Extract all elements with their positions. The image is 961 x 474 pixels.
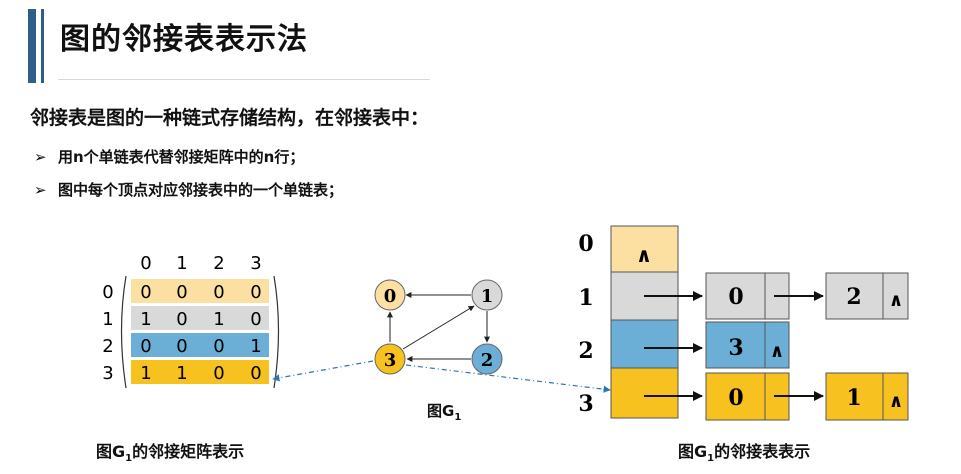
head-node-2 (610, 319, 679, 369)
matrix-cell: 1 (250, 336, 261, 357)
matrix-row-highlight (131, 306, 269, 330)
matrix-cell: 0 (213, 363, 224, 384)
graph-vertex-1 (471, 279, 503, 311)
null-pointer-icon: ∧ (889, 391, 904, 412)
null-pointer-icon: ∧ (889, 290, 904, 311)
title-accent-bar-thin (41, 9, 44, 83)
null-pointer-icon: ∧ (770, 341, 785, 362)
title-divider (58, 79, 430, 80)
matrix-col-header: 1 (176, 253, 187, 274)
vertex-label: 2 (481, 350, 494, 371)
matrix-caption: 图G1的邻接矩阵表示 (96, 442, 245, 465)
edge-node-value: 0 (728, 385, 743, 411)
intro-text: 邻接表是图的一种链式存储结构，在邻接表中： (30, 107, 430, 129)
matrix-col-header: 3 (250, 253, 261, 274)
matrix-right-bracket (273, 275, 280, 389)
matrix-cell: 0 (213, 336, 224, 357)
matrix-cell: 0 (140, 336, 151, 357)
bullet-text: 图中每个顶点对应邻接表中的一个单链表； (58, 181, 344, 199)
matrix-row-header: 1 (102, 309, 113, 330)
list-vertex-label: 3 (578, 391, 593, 417)
matrix-cell: 0 (176, 282, 187, 303)
matrix-cell: 0 (250, 363, 261, 384)
graph-edge-3-1 (402, 305, 475, 350)
matrix-cell: 0 (213, 282, 224, 303)
vertex-label: 3 (384, 350, 397, 371)
bullet-text: 用n个单链表代替邻接矩阵中的n行； (58, 148, 305, 166)
title-accent-bar (28, 9, 36, 83)
bullet-item-2: ➢ 图中每个顶点对应邻接表中的一个单链表； (34, 179, 343, 200)
edge-node (825, 272, 909, 320)
list-vertex-label: 2 (578, 338, 593, 364)
edge-node-value: 3 (728, 335, 743, 361)
head-node-3 (610, 367, 679, 419)
page-title: 图的邻接表表示法 (60, 22, 308, 57)
matrix-row-header: 0 (102, 282, 113, 303)
directed-graph: 0 1 2 3 (374, 279, 503, 375)
bullet-item-1: ➢ 用n个单链表代替邻接矩阵中的n行； (34, 146, 304, 167)
matrix-row-highlight (131, 279, 269, 303)
edge-node-value: 2 (846, 284, 861, 310)
matrix-cell: 1 (140, 363, 151, 384)
edge-node (825, 372, 909, 421)
adjacency-list: 0 1 2 3 ∧ 0 2 ∧ 3 ∧ 0 1 ∧ (578, 225, 909, 421)
list-caption: 图G1的邻接表表示 (678, 442, 811, 465)
arrow-bullet-icon: ➢ (34, 148, 47, 166)
null-pointer-icon: ∧ (636, 243, 652, 267)
matrix-cell: 0 (250, 309, 261, 330)
edge-node-value: 0 (728, 284, 743, 310)
matrix-left-bracket (120, 275, 127, 389)
graph-caption: 图G1 (427, 402, 462, 423)
matrix-cell: 0 (176, 309, 187, 330)
matrix-cell: 0 (176, 336, 187, 357)
arrow-bullet-icon: ➢ (34, 181, 47, 199)
matrix-col-header: 0 (140, 253, 151, 274)
matrix-row-highlight (131, 333, 269, 357)
vertex-label: 1 (481, 286, 494, 307)
matrix-row-highlight (131, 360, 269, 384)
matrix-row-header: 3 (102, 363, 113, 384)
dashed-connector-to-matrix (272, 360, 374, 382)
list-vertex-label: 0 (578, 231, 593, 257)
graph-vertex-2 (471, 343, 503, 375)
graph-vertex-0 (374, 279, 406, 311)
matrix-cell: 0 (140, 282, 151, 303)
vertex-label: 0 (384, 286, 397, 307)
edge-node-value: 1 (846, 385, 861, 411)
list-vertex-label: 1 (578, 285, 593, 311)
matrix-cell: 1 (213, 309, 224, 330)
adjacency-matrix: 0 1 2 3 0 1 2 3 0 0 0 0 1 0 1 0 0 0 0 1 … (102, 253, 280, 389)
matrix-cell: 1 (140, 309, 151, 330)
matrix-row-header: 2 (102, 336, 113, 357)
dashed-connector-to-list (405, 364, 611, 393)
matrix-cell: 0 (250, 282, 261, 303)
edge-node (705, 321, 790, 369)
graph-vertex-3 (374, 343, 406, 375)
matrix-col-header: 2 (213, 253, 224, 274)
matrix-cell: 1 (176, 363, 187, 384)
